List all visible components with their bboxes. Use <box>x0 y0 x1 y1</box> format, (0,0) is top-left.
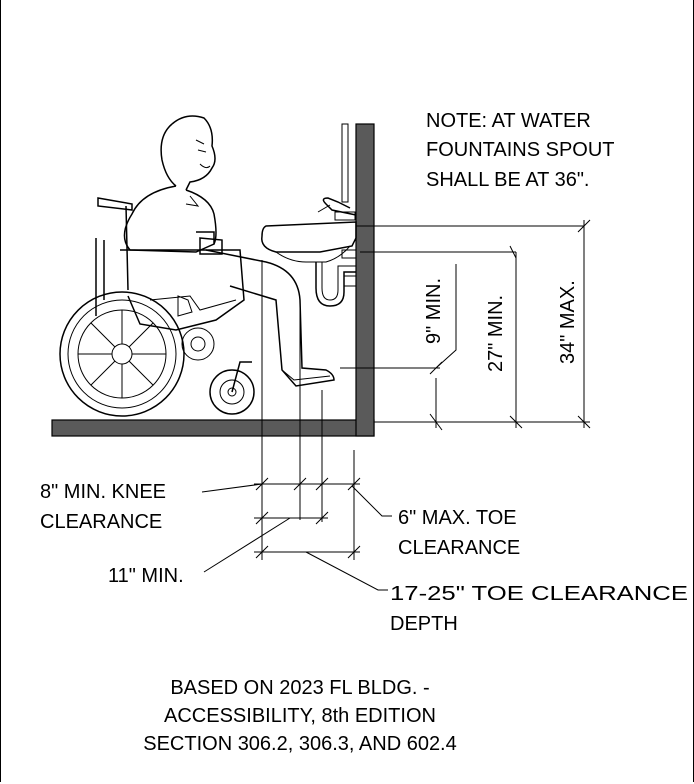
note-block: NOTE: AT WATER FOUNTAINS SPOUT SHALL BE … <box>426 110 615 191</box>
note-line-3: SHALL BE AT 36". <box>426 169 590 191</box>
horizontal-dimensions <box>201 260 392 591</box>
floor-slab <box>51 419 375 437</box>
toe-depth-line-1: 17-25" TOE CLEARANCE <box>390 583 688 605</box>
footer-line-1: BASED ON 2023 FL BLDG. - <box>170 677 429 699</box>
twenty-seven-min-label: 27" MIN. <box>485 295 507 372</box>
nine-min-label: 9" MIN. <box>423 278 445 344</box>
eleven-min-label: 11" MIN. <box>108 565 184 587</box>
vertical-dimensions <box>340 219 591 431</box>
faucet <box>317 197 357 221</box>
person-figure <box>123 115 335 387</box>
wall-section <box>355 123 375 437</box>
footer-line-2: ACCESSIBILITY, 8th EDITION <box>164 705 436 727</box>
footer-reference: BASED ON 2023 FL BLDG. - ACCESSIBILITY, … <box>143 677 457 755</box>
toe-clearance-line-2: CLEARANCE <box>398 537 520 559</box>
thirty-four-max-label: 34" MAX. <box>557 280 579 364</box>
toe-depth-line-2: DEPTH <box>390 613 458 635</box>
footer-line-3: SECTION 306.2, 306.3, AND 602.4 <box>143 733 457 755</box>
note-line-1: NOTE: AT WATER <box>426 110 591 132</box>
mirror <box>341 123 349 203</box>
floor-wall <box>51 123 375 437</box>
toe-clearance-line-1: 6" MAX. TOE <box>398 507 517 529</box>
wheelchair <box>59 197 255 417</box>
note-line-2: FOUNTAINS SPOUT <box>426 139 615 161</box>
lavatory <box>261 221 357 307</box>
knee-clearance-line-1: 8" MIN. KNEE <box>40 481 166 503</box>
knee-clearance-line-2: CLEARANCE <box>40 511 162 533</box>
